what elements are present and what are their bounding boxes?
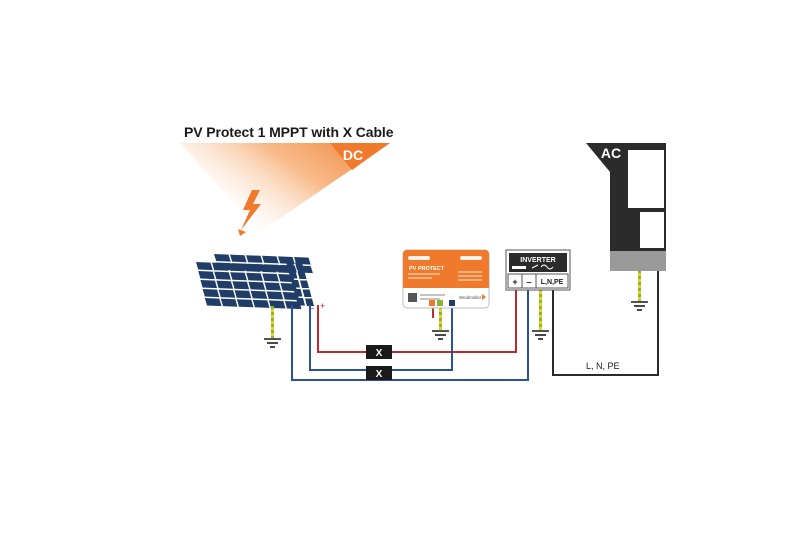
ground-wires (271, 271, 641, 338)
solar-cell (284, 301, 302, 310)
solar-cell (232, 263, 249, 271)
solar-cell (250, 290, 268, 299)
solar-cell (291, 280, 300, 288)
solar-cell (264, 282, 282, 291)
x-connector-bottom-label: X (376, 369, 383, 380)
x-connector-top-label: X (376, 348, 383, 359)
inverter-box (505, 249, 571, 291)
dc-minus-wire (291, 288, 529, 381)
solar-cell (286, 262, 295, 270)
solar-cell (214, 271, 231, 280)
panel-minus-link (309, 300, 453, 371)
solar-cell (246, 272, 263, 281)
solar-cell (200, 280, 218, 289)
solar-cell (246, 255, 263, 263)
dc-wiring (291, 271, 659, 381)
solar-cell (295, 262, 304, 270)
dc-zone-edge (330, 143, 390, 170)
x-connector-top: X (366, 345, 392, 359)
pv-protect-brand: Weidmüller (459, 295, 482, 300)
inverter-minus-terminal: – (526, 277, 531, 287)
solar-cell (220, 298, 238, 307)
solar-cell (204, 298, 222, 307)
panel-plus-terminal: + (320, 301, 325, 311)
inverter-grid-terminal: L,N,PE (541, 279, 564, 286)
dc-label: DC (343, 147, 363, 163)
solar-cell (198, 271, 215, 280)
lightning-icon (238, 190, 261, 236)
ac-wave-icon (531, 264, 554, 270)
solar-cell (297, 271, 307, 279)
diagram-title: PV Protect 1 MPPT with X Cable (184, 124, 394, 140)
inverter-title: INVERTER (520, 257, 555, 264)
solar-cell (234, 290, 252, 299)
solar-cell (196, 262, 213, 271)
solar-cell (264, 264, 281, 272)
solar-cell (288, 271, 298, 279)
solar-cell (236, 299, 254, 308)
ac-line-label: L, N, PE (586, 361, 620, 371)
solar-cell (296, 298, 305, 306)
solar-cell (266, 291, 284, 300)
brand-arrow-icon (482, 294, 486, 300)
solar-cell (305, 298, 314, 306)
solar-cell (216, 262, 233, 271)
solar-cell (252, 299, 270, 308)
solar-panel-array (196, 254, 314, 310)
pv-protect-name: PV PROTECT (409, 266, 445, 272)
x-connector-bottom: X (366, 366, 392, 380)
solar-cell (216, 280, 234, 289)
solar-cell (248, 263, 265, 272)
solar-cell (232, 281, 250, 290)
ac-line-wire (552, 271, 659, 376)
solar-cell (248, 281, 266, 290)
ac-label: AC (601, 145, 621, 161)
ground-symbol-icon (264, 301, 648, 348)
pv-protect-device (402, 249, 490, 309)
panel-minus-terminal: – (309, 303, 314, 313)
solar-cell (300, 280, 309, 288)
solar-cell (293, 289, 303, 297)
solar-cell (214, 254, 231, 262)
solar-cell (218, 289, 236, 298)
dc-plus-wire (317, 288, 517, 353)
solar-cell (302, 289, 312, 297)
ac-grid-cabinet (586, 143, 666, 271)
solar-cell (262, 273, 279, 282)
solar-cell (230, 254, 247, 263)
solar-cell (230, 272, 247, 281)
qr-code-icon (408, 293, 417, 302)
solar-cell (202, 289, 220, 298)
inverter-plus-terminal: + (512, 277, 517, 287)
dc-zone-triangle (180, 143, 390, 232)
solar-cell (262, 255, 279, 264)
